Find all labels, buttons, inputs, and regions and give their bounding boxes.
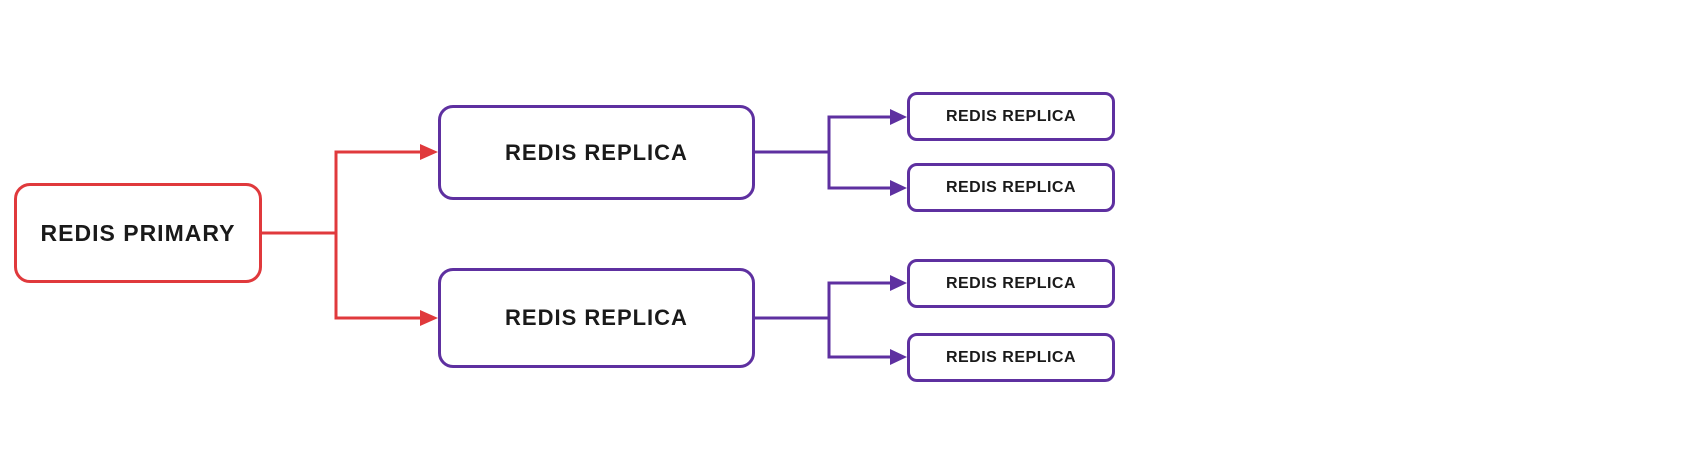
edge-primary-branch [334, 150, 420, 320]
arrowhead-replica-a-to-a1 [890, 109, 907, 125]
edge-replica-b-branch [827, 281, 890, 359]
arrowhead-replica-a-to-a2 [890, 180, 907, 196]
node-redis-replica-leaf-3: REDIS REPLICA [907, 259, 1115, 308]
node-label: REDIS REPLICA [505, 305, 688, 330]
arrowhead-primary-to-replica-b [420, 310, 438, 326]
node-label: REDIS REPLICA [945, 107, 1077, 125]
node-label: REDIS REPLICA [945, 348, 1077, 366]
node-label: REDIS PRIMARY [40, 219, 236, 246]
node-redis-replica-mid-bottom: REDIS REPLICA [438, 268, 755, 368]
arrowhead-replica-b-to-b2 [890, 349, 907, 365]
node-redis-replica-leaf-1: REDIS REPLICA [907, 92, 1115, 141]
node-redis-replica-mid-top: REDIS REPLICA [438, 105, 755, 200]
node-label: REDIS REPLICA [945, 274, 1077, 292]
arrowhead-primary-to-replica-a [420, 144, 438, 160]
node-redis-replica-leaf-4: REDIS REPLICA [907, 333, 1115, 382]
edge-replica-a-branch [827, 115, 890, 190]
arrowhead-replica-b-to-b1 [890, 275, 907, 291]
node-redis-replica-leaf-2: REDIS REPLICA [907, 163, 1115, 212]
node-redis-primary: REDIS PRIMARY [14, 183, 262, 283]
node-label: REDIS REPLICA [945, 178, 1077, 196]
node-label: REDIS REPLICA [505, 139, 688, 165]
